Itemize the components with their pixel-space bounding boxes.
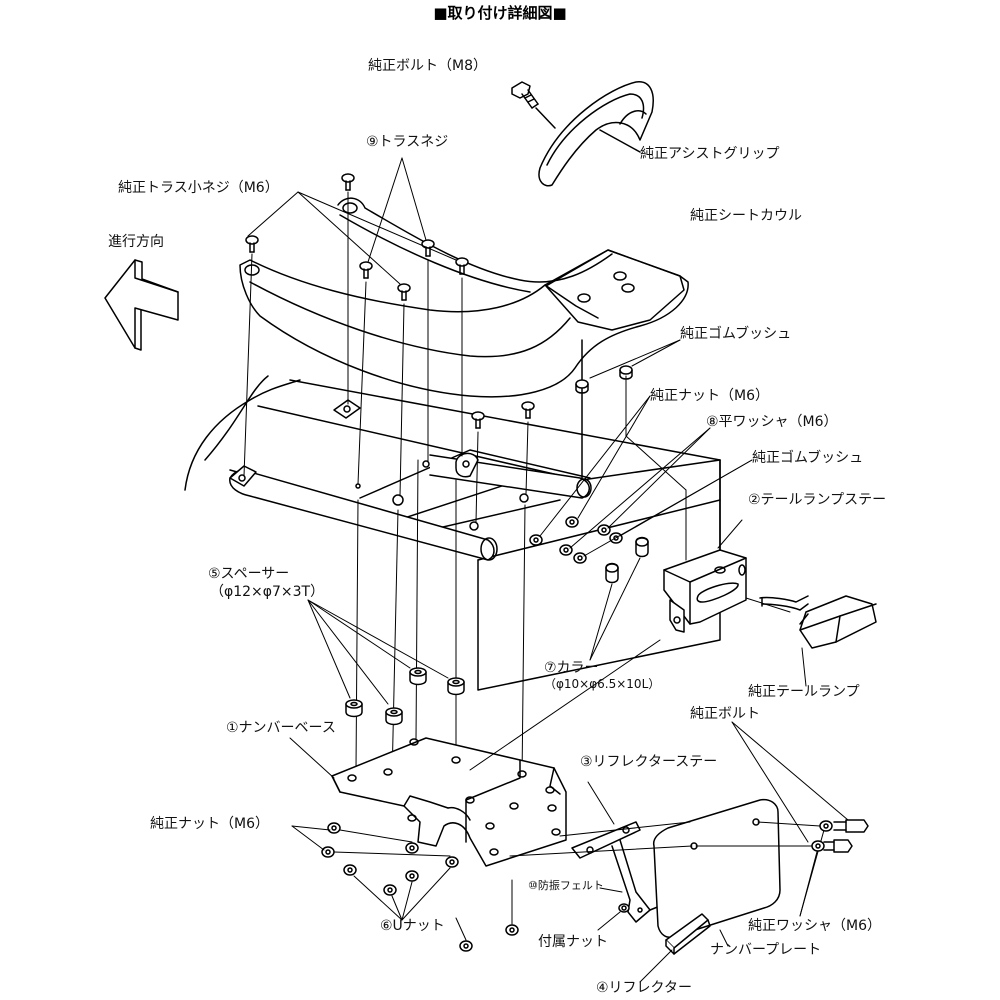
label-number-base-1: ①ナンバーベース bbox=[226, 720, 336, 736]
number-base bbox=[331, 737, 567, 867]
assist-grip bbox=[538, 81, 654, 187]
leader bbox=[599, 887, 623, 893]
label-spacer-5-size: （φ12×φ7×3T） bbox=[210, 584, 325, 600]
leaders bbox=[307, 599, 449, 705]
label-truss-screw-9: ⑨トラスネジ bbox=[366, 134, 449, 150]
label-nut-m6-top: 純正ナット（M6） bbox=[650, 388, 769, 404]
label-flat-washer-8: ⑧平ワッシャ（M6） bbox=[706, 414, 838, 430]
label-rubber-bush-1: 純正ゴムブッシュ bbox=[680, 326, 792, 342]
spacers bbox=[345, 667, 465, 726]
number-plate bbox=[652, 798, 781, 938]
leaders bbox=[509, 721, 849, 947]
leaders bbox=[539, 395, 753, 661]
label-tail-lamp-stay: ②テールランプステー bbox=[748, 492, 887, 508]
leader bbox=[639, 949, 673, 983]
bolt-m8-icon bbox=[511, 81, 539, 109]
leader bbox=[535, 107, 556, 129]
truss-screws bbox=[245, 173, 535, 429]
label-rubber-bush-2: 純正ゴムブッシュ bbox=[752, 450, 864, 466]
label-bolt-genuine: 純正ボルト bbox=[690, 706, 760, 722]
small-hardware bbox=[529, 516, 649, 584]
reflector-stay bbox=[571, 821, 667, 923]
label-assist-grip: 純正アシストグリップ bbox=[640, 146, 780, 162]
reflector bbox=[665, 913, 711, 955]
bolts-washers-right bbox=[811, 819, 869, 853]
label-seat-cowl: 純正シートカウル bbox=[690, 208, 802, 224]
label-bolt-m8: 純正ボルト（M8） bbox=[368, 58, 487, 74]
leader bbox=[745, 597, 791, 613]
label-felt-10: ⑩防振フェルト bbox=[528, 879, 604, 892]
label-number-plate: ナンバープレート bbox=[710, 942, 822, 958]
leader bbox=[801, 647, 807, 687]
label-washer-m6: 純正ワッシャ（M6） bbox=[748, 918, 881, 934]
label-truss-small-screw: 純正トラス小ネジ（M6） bbox=[118, 180, 279, 196]
leader bbox=[587, 781, 615, 825]
attached-nut-icon bbox=[618, 903, 630, 913]
label-spacer-5: ⑤スペーサー bbox=[208, 566, 290, 582]
label-direction: 進行方向 bbox=[108, 234, 164, 250]
leader bbox=[599, 129, 641, 153]
leader bbox=[469, 639, 661, 771]
rubber-bush-icons bbox=[575, 365, 633, 394]
label-attached-nut: 付属ナット bbox=[538, 934, 608, 950]
label-collar-7: ⑦カラー bbox=[544, 660, 599, 676]
label-collar-7-size: （φ10×φ6.5×10L） bbox=[544, 677, 661, 691]
direction-arrow bbox=[104, 259, 179, 351]
tail-lamp-stay bbox=[663, 549, 747, 633]
label-tail-lamp: 純正テールランプ bbox=[748, 684, 860, 700]
leader bbox=[631, 339, 681, 367]
label-u-nut-6: ⑥Uナット bbox=[380, 918, 445, 934]
leaders bbox=[291, 825, 513, 941]
leader bbox=[589, 339, 681, 379]
leader bbox=[289, 737, 335, 779]
label-reflector-4: ④リフレクター bbox=[596, 980, 692, 996]
leader bbox=[597, 911, 621, 931]
diagram-title: ■取り付け詳細図■ bbox=[433, 4, 567, 22]
tail-lamp bbox=[759, 595, 877, 649]
label-reflector-stay-3: ③リフレクターステー bbox=[580, 754, 718, 770]
leader bbox=[717, 519, 743, 549]
frame-body bbox=[184, 339, 721, 691]
label-nut-m6-bottom: 純正ナット（M6） bbox=[150, 816, 269, 832]
